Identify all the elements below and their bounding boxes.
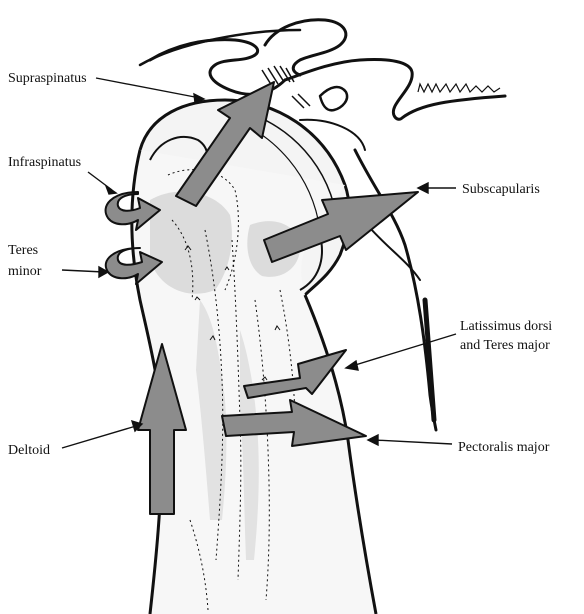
scapula-lateral-border <box>355 150 436 430</box>
label-pectoralis-major: Pectoralis major <box>458 440 550 455</box>
label-teres-minor-line2: minor <box>8 264 42 279</box>
label-latissimus-line2: and Teres major <box>460 338 550 353</box>
label-subscapularis: Subscapularis <box>462 182 540 197</box>
label-teres-minor-line1: Teres <box>8 243 38 258</box>
label-supraspinatus: Supraspinatus <box>8 71 87 86</box>
artist-signature <box>418 84 500 92</box>
label-latissimus-line1: Latissimus dorsi <box>460 319 552 334</box>
label-deltoid: Deltoid <box>8 443 50 458</box>
label-infraspinatus: Infraspinatus <box>8 155 81 170</box>
